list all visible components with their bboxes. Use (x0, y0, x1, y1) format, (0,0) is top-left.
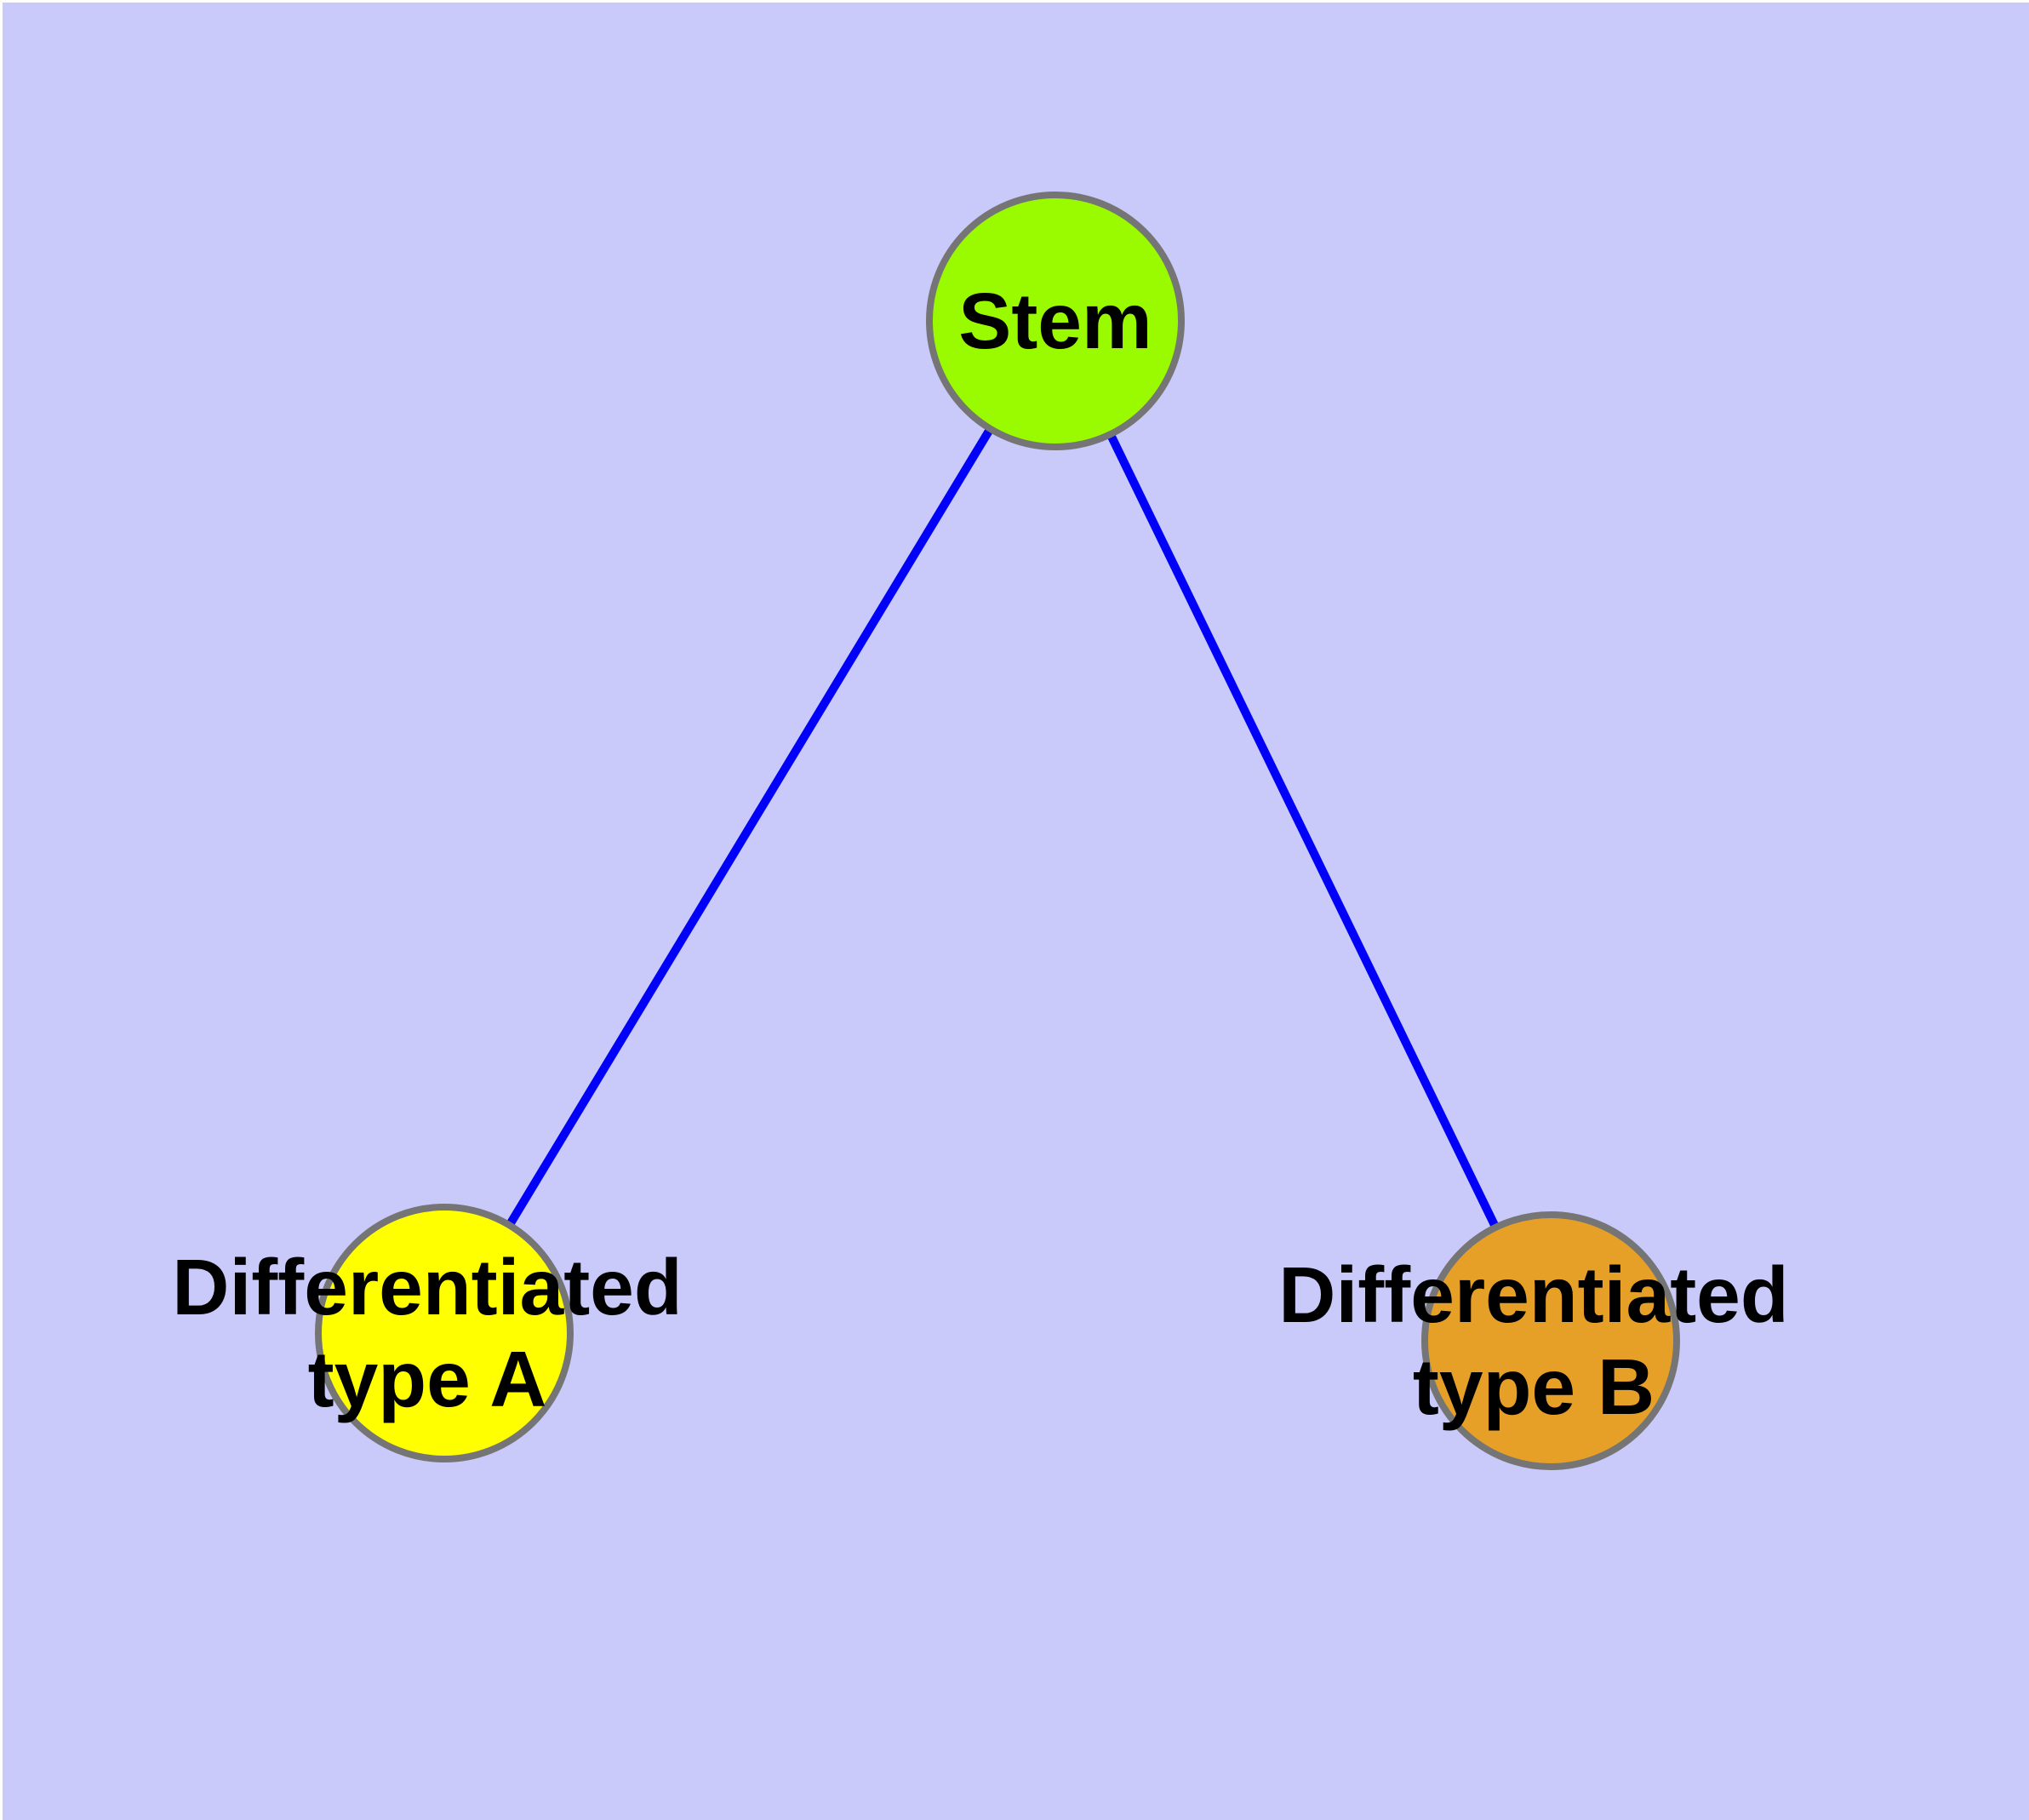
graph-svg (315, 192, 1680, 1470)
node-differentiated-type-a-circle (315, 1204, 574, 1462)
edge-stem-to-type-a (440, 318, 1060, 1336)
node-stem-circle (926, 192, 1185, 450)
edge-stem-to-type-b (1051, 318, 1555, 1343)
node-differentiated-type-b-circle (1421, 1211, 1680, 1470)
